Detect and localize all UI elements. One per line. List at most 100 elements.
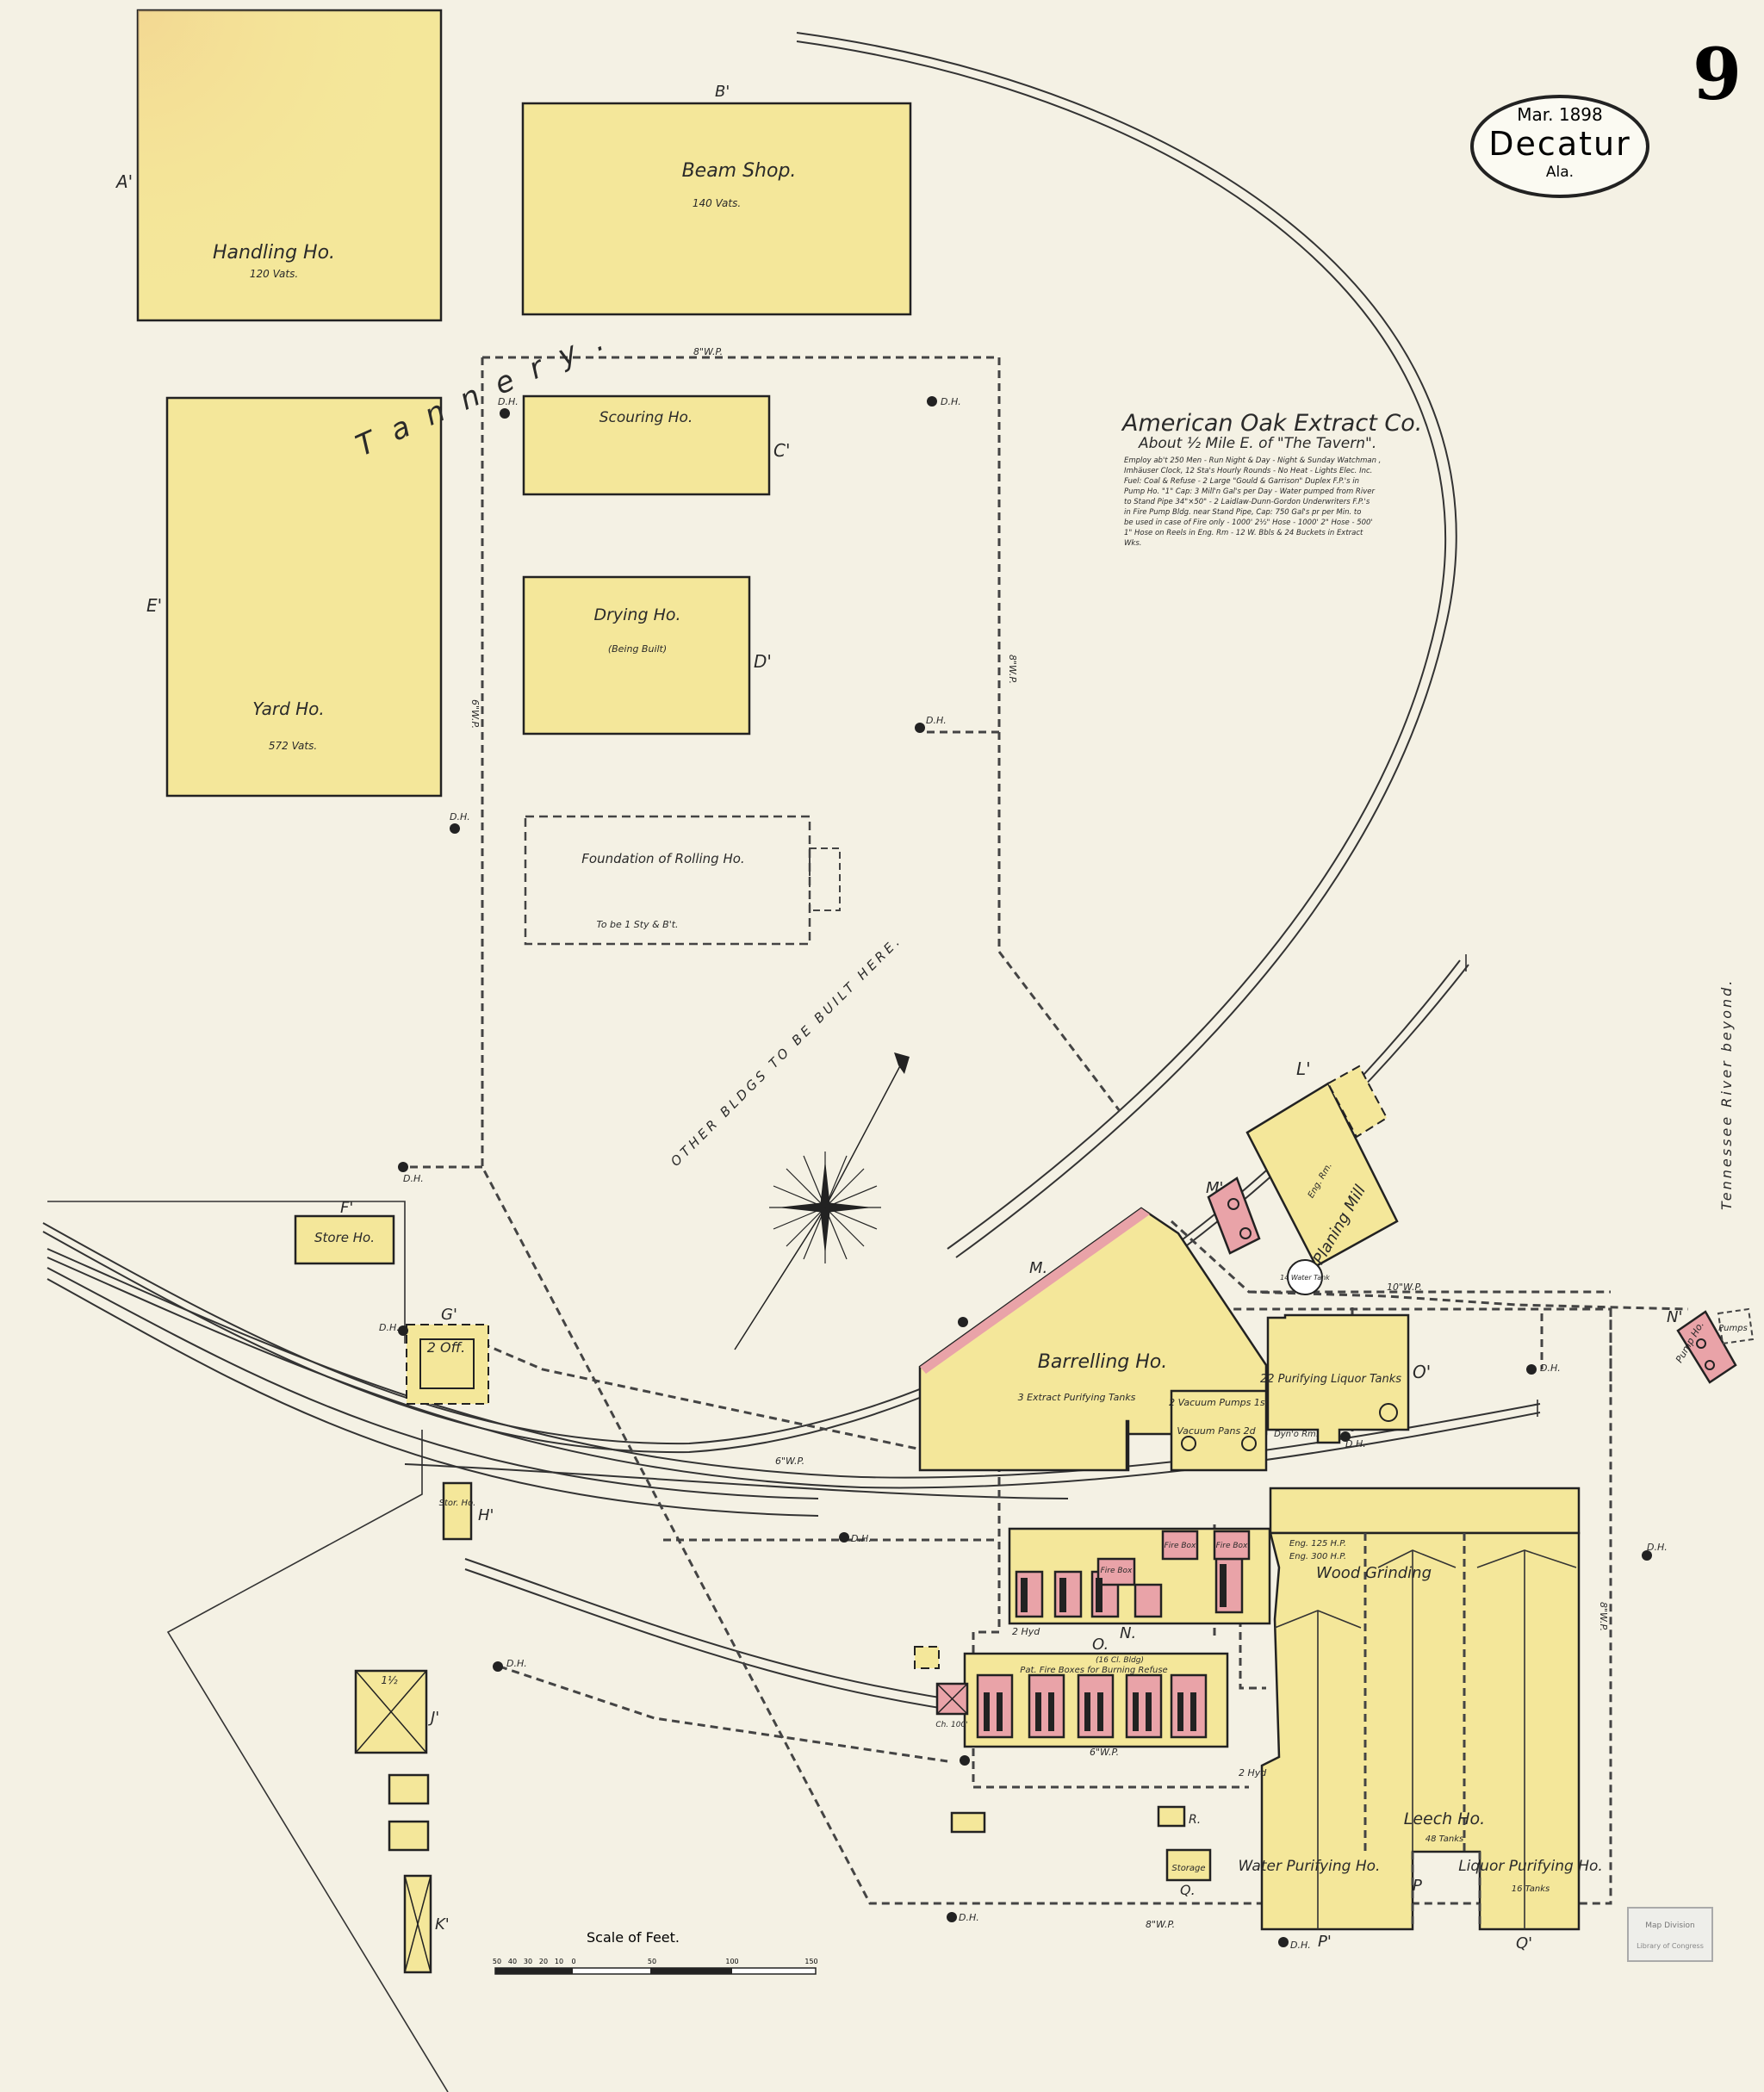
company-notes: Employ ab't 250 Men - Run Night & Day - … — [1124, 456, 1381, 548]
dh-label-11: D.H. — [959, 1912, 979, 1923]
building-beam-shop[interactable]: Beam Shop. 140 Vats. B' — [521, 83, 912, 316]
building-boiler-house-o[interactable]: Pat. Fire Boxes for Burning Refuse (16 C… — [914, 1636, 1229, 1748]
company-note-line: Imhäuser Clock, 12 Sta's Hourly Rounds -… — [1124, 467, 1372, 475]
leech-letter: P — [1413, 1877, 1422, 1895]
handling-detail: 120 Vats. — [250, 268, 298, 280]
chimney-label: Ch. 100' — [935, 1721, 967, 1729]
scale-tick: 20 — [539, 1958, 548, 1965]
building-extract-works[interactable]: Wood Grinding Eng. 125 H.P. Eng. 300 H.P… — [1239, 1487, 1603, 1952]
river-label: Tennessee River beyond. — [1718, 978, 1735, 1210]
company-subtitle: About ½ Mile E. of "The Tavern". — [1138, 435, 1376, 452]
scouring-label: Scouring Ho. — [599, 409, 693, 426]
company-title: American Oak Extract Co. — [1121, 410, 1422, 437]
building-barrelling-house[interactable]: Barrelling Ho. 3 Extract Purifying Tanks… — [918, 1207, 1270, 1472]
drying-letter: D' — [754, 651, 772, 672]
purifying-liquor-label: 22 Purifying Liquor Tanks — [1260, 1373, 1401, 1386]
scale-tick: 50 — [648, 1958, 656, 1965]
wp-label-4: 6"W.P. — [775, 1456, 804, 1467]
storage-h-letter: H' — [478, 1506, 494, 1524]
building-pump-house-n[interactable]: Pump Ho. N' Pumps — [1667, 1307, 1755, 1384]
scale-tick: 50 — [493, 1958, 501, 1965]
boiler-o-header: Pat. Fire Boxes for Burning Refuse — [1020, 1666, 1167, 1675]
building-pump-house-m[interactable]: M' — [1206, 1176, 1261, 1255]
yard-letter: E' — [146, 595, 162, 616]
building-planing-mill[interactable]: Planing Mill Eng. Rm. L' — [1245, 1058, 1399, 1268]
storage-q-label: Storage — [1171, 1864, 1205, 1873]
wp-label-7: 10"W.P. — [1387, 1282, 1422, 1293]
hyd-label-2: 2 Hyd — [1239, 1767, 1267, 1779]
dh-label-9: D.H. — [1540, 1363, 1561, 1374]
boiler-o-letter: O. — [1092, 1636, 1109, 1654]
drying-detail: (Being Built) — [608, 643, 667, 655]
dh-label-2: D.H. — [941, 396, 961, 407]
water-purifying-label: Water Purifying Ho. — [1239, 1858, 1381, 1875]
building-storage-q[interactable]: Storage Q. — [1165, 1848, 1212, 1898]
pump-n-detail: Pumps — [1718, 1324, 1748, 1333]
planing-letter: L' — [1296, 1058, 1311, 1079]
building-j[interactable]: 1½ J' — [354, 1669, 439, 1852]
building-handling-house[interactable]: Handling Ho. 120 Vats. A' — [115, 9, 443, 322]
building-store-house[interactable]: Store Ho. F' — [294, 1199, 395, 1265]
office-label: 2 Off. — [427, 1339, 466, 1356]
storage-q-letter: Q. — [1180, 1882, 1196, 1898]
k-letter: K' — [435, 1915, 450, 1934]
dh-label-12: D.H. — [1290, 1940, 1311, 1951]
fire-box-3-label: Fire Box — [1216, 1542, 1248, 1550]
building-k[interactable]: K' — [403, 1874, 450, 1974]
beam-letter: B' — [715, 83, 730, 101]
rolling-label: Foundation of Rolling Ho. — [581, 851, 744, 866]
dh-label-3: D.H. — [926, 715, 947, 726]
dh-label-1: D.H. — [498, 396, 519, 407]
j-label: 1½ — [381, 1674, 398, 1686]
liquor-purifying-detail: 16 Tanks — [1512, 1884, 1550, 1894]
planned-buildings-label: OTHER BLDGS TO BE BUILT HERE. — [668, 932, 905, 1170]
barrelling-detail: 3 Extract Purifying Tanks — [1018, 1392, 1136, 1403]
sheet-date: Mar. 1898 — [1517, 104, 1603, 125]
company-note-line: Pump Ho. "1" Cap: 3 Mill'n Gal's per Day… — [1124, 487, 1375, 496]
rolling-detail: To be 1 Sty & B't. — [596, 919, 678, 930]
water-tank[interactable]: 14 Water Tank — [1280, 1259, 1330, 1295]
sheet-number: 9 — [1693, 34, 1742, 116]
yard-detail: 572 Vats. — [269, 740, 317, 752]
railroad-tracks — [42, 32, 1541, 2092]
library-stamp: Map Division Library of Congress — [1627, 1907, 1713, 1962]
compass-rose-icon — [734, 1052, 910, 1350]
dh-label-13: D.H. — [1345, 1438, 1366, 1450]
vacuum-pumps-label: 2 Vacuum Pumps 1st — [1169, 1397, 1270, 1408]
sheet-title: Mar. 1898 Decatur Ala. 9 — [1470, 34, 1742, 198]
scouring-letter: C' — [773, 440, 790, 461]
wp-label-6: 6"W.P. — [1090, 1747, 1119, 1758]
building-scouring-house[interactable]: Scouring Ho. C' — [522, 394, 790, 496]
dh-label-10: D.H. — [1647, 1542, 1668, 1553]
building-boiler-house-n[interactable]: Fire Box Fire Box Fire Box N. — [1008, 1527, 1271, 1642]
foundation-rolling-house[interactable]: Foundation of Rolling Ho. To be 1 Sty & … — [524, 815, 841, 946]
dh-label-8: D.H. — [506, 1658, 527, 1669]
boiler-o-sub: (16 Cl. Bldg) — [1096, 1656, 1144, 1665]
wood-grinding-label: Wood Grinding — [1316, 1564, 1432, 1582]
company-note-line: Fuel: Coal & Refuse - 2 Large "Gould & G… — [1124, 477, 1359, 486]
building-purifying-liquor-tanks[interactable]: 22 Purifying Liquor Tanks O' Dyn'o Rm. — [1260, 1313, 1431, 1444]
building-r[interactable]: R. — [950, 1805, 1201, 1834]
dh-label-5: D.H. — [403, 1173, 424, 1184]
dh-label-6: D.H. — [379, 1322, 400, 1333]
building-storage-h[interactable]: Stor. Ho. H' — [439, 1481, 494, 1541]
building-yard-house[interactable]: Yard Ho. 572 Vats. E' — [146, 396, 443, 798]
storage-h-label: Stor. Ho. — [439, 1499, 476, 1508]
scale-tick: 10 — [555, 1958, 563, 1965]
pipe-labels: 8"W.P. 8"W.P. 6"W.P. 6"W.P. 8"W.P. 6"W.P… — [469, 346, 1609, 1930]
scale-tick: 0 — [571, 1958, 575, 1965]
company-note-line: be used in case of Fire only - 1000' 2½"… — [1124, 518, 1373, 527]
vacuum-pans-label: Vacuum Pans 2d — [1177, 1425, 1256, 1437]
tank-label: 14 Water Tank — [1280, 1274, 1330, 1282]
building-office[interactable]: 2 Off. G' — [406, 1306, 489, 1405]
building-drying-house[interactable]: Drying Ho. (Being Built) D' — [522, 575, 772, 736]
company-note-line: Employ ab't 250 Men - Run Night & Day - … — [1124, 456, 1381, 465]
beam-label: Beam Shop. — [682, 160, 797, 182]
dh-label-4: D.H. — [450, 811, 470, 823]
scale-tick: 100 — [725, 1958, 738, 1965]
barrelling-label: Barrelling Ho. — [1038, 1351, 1167, 1373]
store-label: Store Ho. — [314, 1230, 375, 1245]
wp-label-5: 8"W.P. — [1146, 1919, 1175, 1930]
stamp-line2: Library of Congress — [1637, 1942, 1704, 1950]
